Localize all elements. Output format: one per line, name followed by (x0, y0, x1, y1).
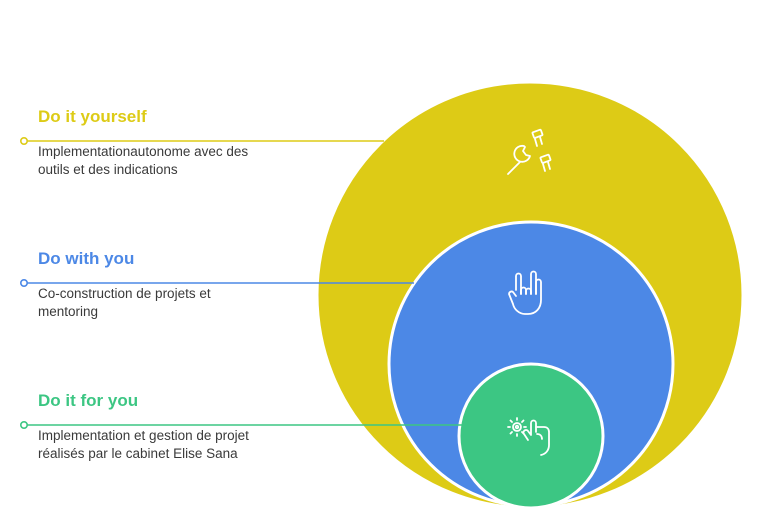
level-do-it-yourself: Do it yourself Implementationautonome av… (38, 107, 338, 179)
connector-do-it-yourself (19, 137, 384, 146)
level-title: Do it for you (38, 391, 139, 410)
hand-rock-gesture-icon (508, 270, 542, 315)
wrench-bolts-icon (507, 128, 552, 175)
level-description-line-2: réalisés par le cabinet Elise Sana (38, 446, 238, 461)
level-do-with-you: Do with you Co-construction de projets e… (38, 249, 338, 321)
level-description-line-1: Implementationautonome avec des (38, 144, 249, 159)
level-do-it-for-you: Do it for you Implementation et gestion … (38, 391, 338, 463)
inner-circle-do-it-for-you (457, 362, 605, 510)
level-description-line-1: Co-construction de projets et (38, 286, 211, 301)
level-description-line-2: mentoring (38, 304, 99, 319)
level-title: Do with you (38, 249, 135, 268)
level-description-line-2: outils et des indications (38, 162, 178, 177)
level-description-line-1: Implementation et gestion de projet (38, 428, 249, 443)
level-title: Do it yourself (38, 107, 147, 126)
connector-do-it-for-you (19, 420, 462, 429)
hand-gear-icon (507, 417, 550, 456)
connector-do-with-you (19, 278, 414, 287)
